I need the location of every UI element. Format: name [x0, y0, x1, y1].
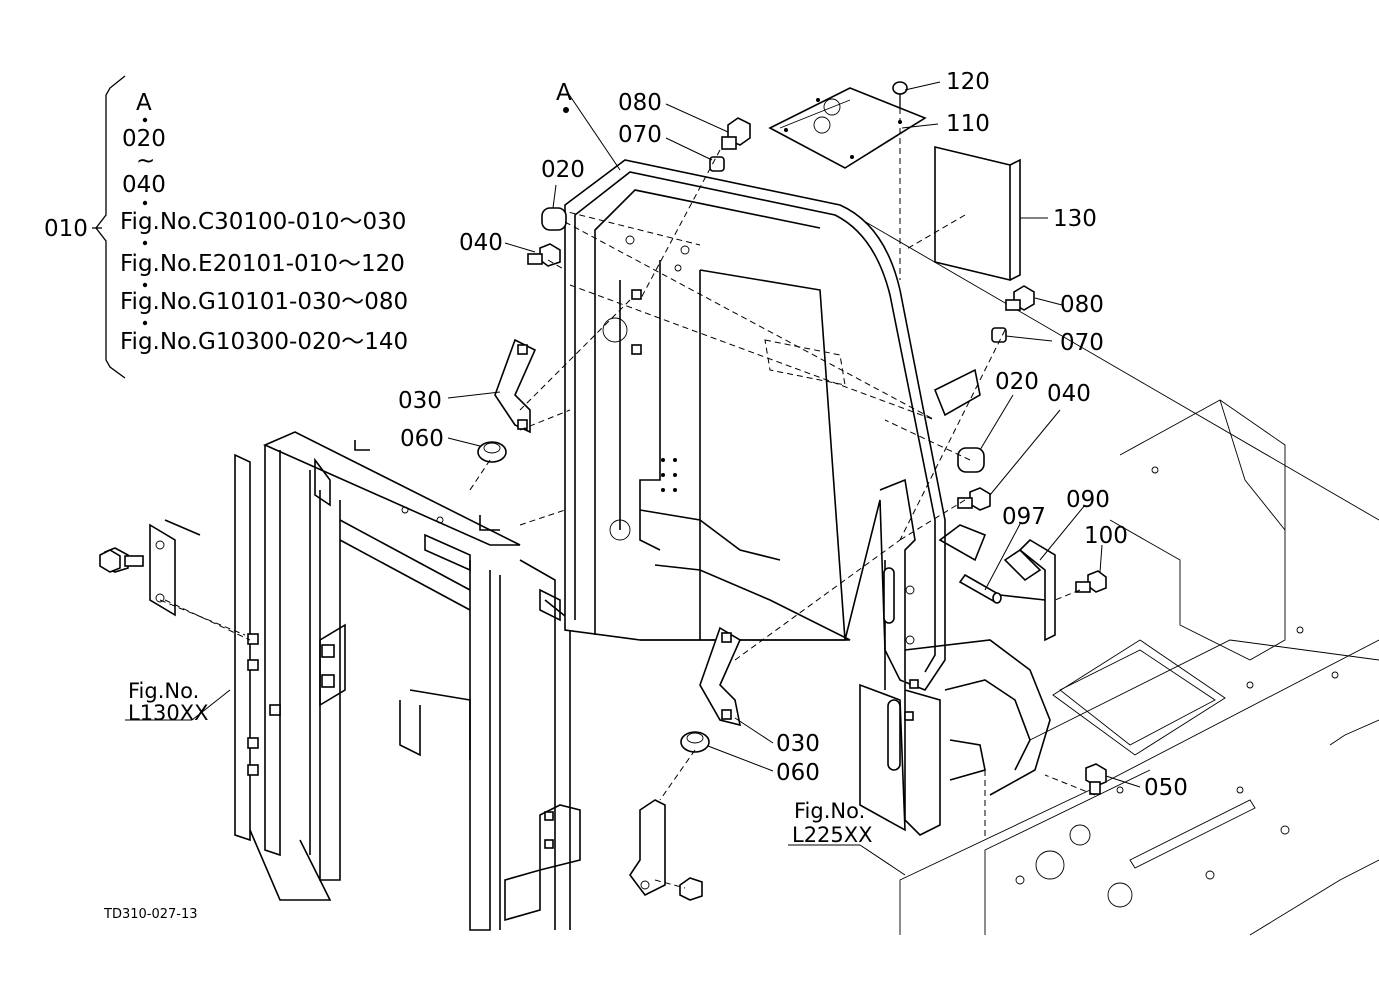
callout-070-top: 070: [618, 122, 662, 148]
left-hinge-bracket: [104, 519, 246, 636]
dot: [142, 282, 148, 288]
callout-130: 130: [1053, 206, 1097, 232]
figure-references: Fig.No. L130XX Fig.No. L225XX: [128, 679, 873, 847]
list-item-040: 040: [122, 172, 166, 198]
callout-120: 120: [946, 69, 990, 95]
callout-040-left: 040: [459, 230, 503, 256]
list-item-ref-g10101: Fig.No.G10101-030～080: [120, 289, 408, 315]
assembly-lines: [164, 108, 1096, 889]
mount-plate-090: [999, 538, 1056, 642]
fig-ref-left-line1: Fig.No.: [128, 679, 199, 703]
callout-060-left: 060: [400, 426, 444, 452]
callout-097: 097: [1002, 504, 1046, 530]
callout-060-right: 060: [776, 760, 820, 786]
list-item-ref-c30100: Fig.No.C30100-010～030: [120, 209, 406, 235]
fig-ref-right-line1: Fig.No.: [794, 799, 865, 823]
callout-080-top: 080: [618, 90, 662, 116]
callout-100: 100: [1084, 523, 1128, 549]
callout-040-right: 040: [1047, 381, 1091, 407]
callout-020-right: 020: [995, 369, 1039, 395]
callout-labels: A 080 070 020 040 120 110 130 080 070 02…: [398, 69, 1188, 801]
list-item-020: 020: [122, 126, 166, 152]
list-item-ref-g10300: Fig.No.G10300-020～140: [120, 329, 408, 355]
dot: [142, 200, 148, 206]
figure-code: TD310-027-13: [103, 907, 198, 922]
lower-hinge-bracket: [629, 799, 666, 897]
bracket-030-right: [699, 626, 742, 727]
plate-110: [768, 87, 927, 169]
dot: [142, 117, 148, 123]
dot: [142, 240, 148, 246]
cover-sheet-130: [934, 145, 1021, 282]
assembly-bracket-list: 010 A 020 ~ 040 Fig.No.C30100-010～030 Fi…: [44, 75, 408, 379]
callout-080-right: 080: [1060, 292, 1104, 318]
fastener-parts: [99, 81, 1107, 901]
callout-110: 110: [946, 111, 990, 137]
fig-ref-left-line2: L130XX: [128, 701, 209, 725]
callout-070-right: 070: [1060, 330, 1104, 356]
callout-050: 050: [1144, 775, 1188, 801]
callout-030-left: 030: [398, 388, 442, 414]
list-item-a: A: [136, 90, 152, 116]
view-marker-a: A: [556, 80, 572, 106]
list-item-ref-e20101: Fig.No.E20101-010～120: [120, 251, 405, 277]
leader-lines: [125, 81, 1141, 876]
main-panel: [559, 159, 946, 691]
fig-ref-right-line2: L225XX: [792, 823, 873, 847]
pin-097: [958, 573, 1002, 604]
bracket-030-left: [494, 338, 537, 434]
dot: [142, 320, 148, 326]
right-side-rail: [859, 368, 1051, 836]
left-frame: [234, 431, 641, 931]
callout-030-right: 030: [776, 731, 820, 757]
list-item-range-tilde: ~: [136, 148, 155, 174]
main-part-number: 010: [44, 216, 88, 242]
callout-090: 090: [1066, 487, 1110, 513]
callout-020-left: 020: [541, 157, 585, 183]
